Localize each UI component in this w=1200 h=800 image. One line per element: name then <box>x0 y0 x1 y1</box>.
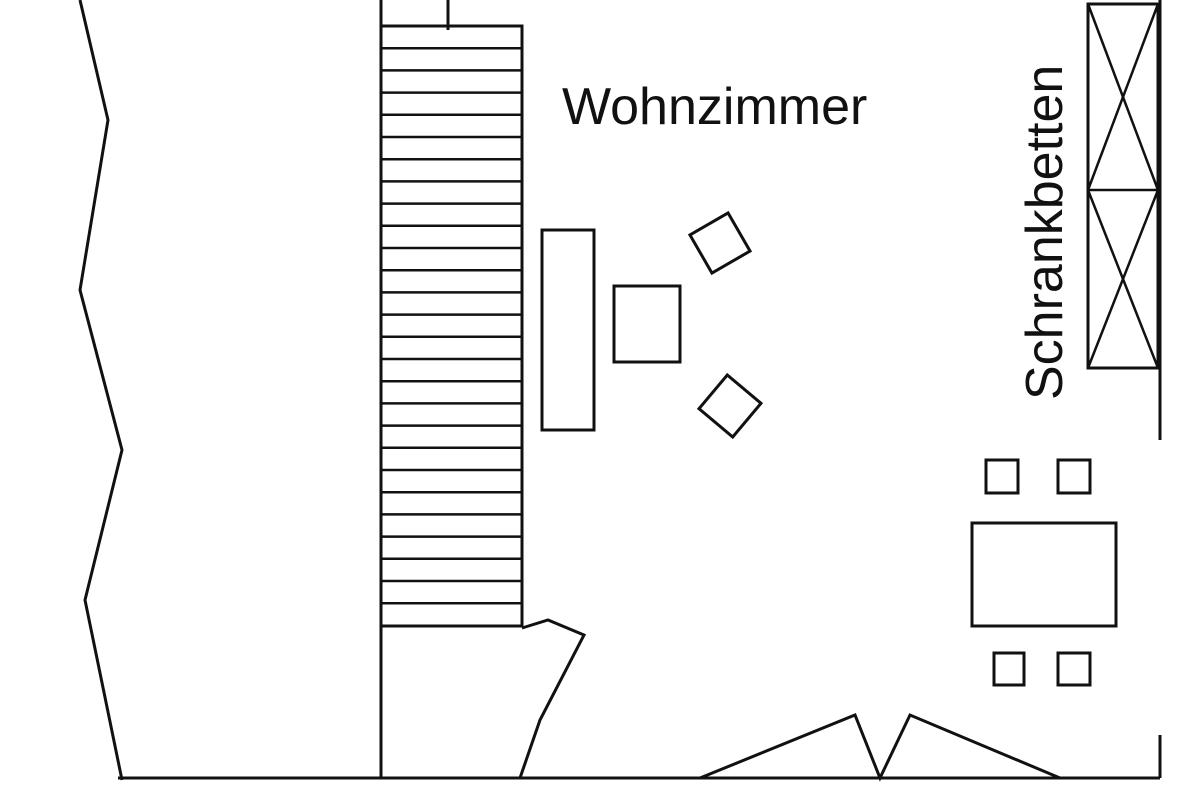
sofa <box>540 228 596 432</box>
furniture-label-cabinet-beds: Schrankbetten <box>1016 65 1074 400</box>
staircase <box>379 24 524 628</box>
dining-chair-top-left <box>984 458 1020 495</box>
left-break-line <box>78 0 124 781</box>
room-label-living: Wohnzimmer <box>562 78 867 136</box>
armchair-upper <box>687 210 753 276</box>
cabinet-beds <box>1086 2 1160 370</box>
dining-chair-bottom-left <box>992 651 1026 687</box>
door-swing-stairs <box>518 618 587 779</box>
armchair-lower <box>696 372 764 440</box>
dining-table <box>970 521 1118 628</box>
dining-chair-bottom-right <box>1056 651 1092 687</box>
dining-chair-top-right <box>1056 458 1092 495</box>
bottom-door-break <box>699 713 1061 782</box>
coffee-table <box>612 284 682 364</box>
